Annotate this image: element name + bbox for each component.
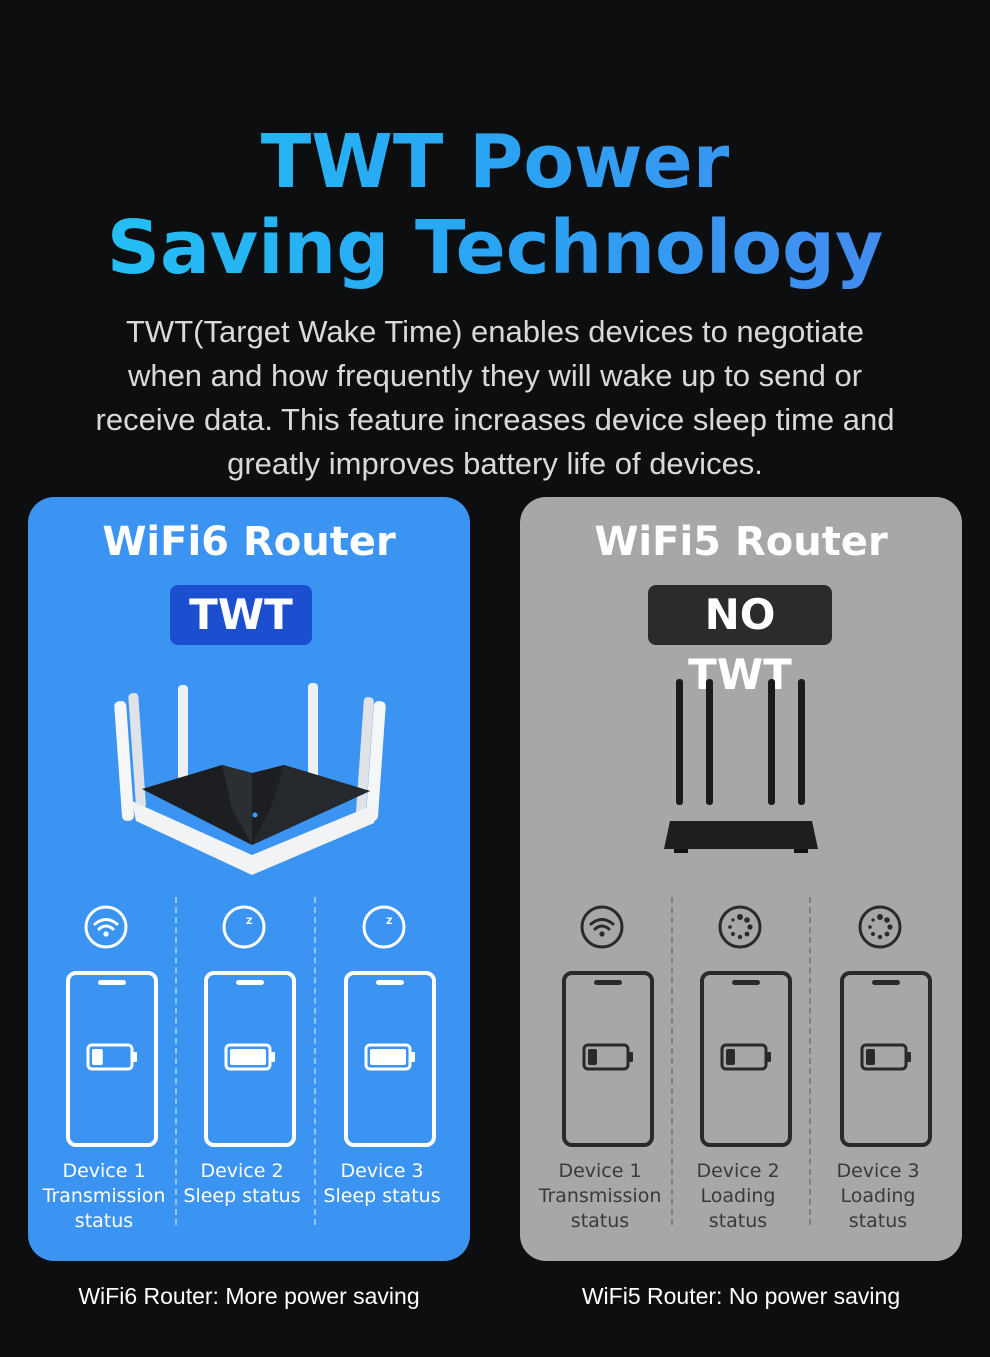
column-divider [314, 897, 316, 1225]
page-title-line1: TWT Power [0, 120, 990, 204]
column-divider [671, 897, 673, 1225]
wifi5-panel-title: WiFi5 Router [594, 519, 888, 565]
device-label: Device 3 Sleep status [323, 1160, 441, 1207]
battery-icon [364, 1043, 415, 1071]
wifi-icon [84, 905, 128, 949]
page-title-line2: Saving Technology [0, 206, 990, 290]
phone-icon [66, 971, 158, 1147]
wifi-icon [580, 905, 624, 949]
description: TWT(Target Wake Time) enables devices to… [60, 310, 930, 486]
wifi5-panel: WiFi5 Router NO TWT Device 1 [520, 497, 962, 1261]
phone-icon [562, 971, 654, 1147]
device-label: Device 2 Loading status [696, 1160, 780, 1232]
description-line: greatly improves battery life of devices… [227, 446, 763, 481]
phone-icon [204, 971, 296, 1147]
phone-icon [700, 971, 792, 1147]
sleep-moon-icon: Z [222, 905, 266, 949]
battery-icon [86, 1043, 137, 1071]
battery-icon [860, 1043, 911, 1071]
wifi6-panel: WiFi6 Router TWT [28, 497, 470, 1261]
wifi5-caption: WiFi5 Router: No power saving [581, 1283, 901, 1309]
wifi6-caption: WiFi6 Router: More power saving [78, 1283, 420, 1309]
device-label: Device 3 Loading status [836, 1160, 920, 1232]
battery-icon [224, 1043, 275, 1071]
wifi5-router-icon [664, 679, 818, 853]
description-line: TWT(Target Wake Time) enables devices to… [126, 314, 864, 349]
loading-spinner-icon [718, 905, 762, 949]
device-label: Device 2 Sleep status [183, 1160, 301, 1207]
column-divider [809, 897, 811, 1225]
twt-badge: TWT [170, 585, 312, 645]
phone-icon [344, 971, 436, 1147]
description-line: receive data. This feature increases dev… [95, 402, 895, 437]
battery-icon [582, 1043, 633, 1071]
phone-icon [840, 971, 932, 1147]
svg-text:Z: Z [246, 917, 253, 927]
device-label: Device 1 Transmission status [42, 1160, 166, 1232]
wifi6-router-icon [114, 683, 386, 875]
sleep-moon-icon: Z [362, 905, 406, 949]
no-twt-badge: NO TWT [648, 585, 832, 699]
description-line: when and how frequently they will wake u… [127, 358, 863, 393]
svg-text:Z: Z [386, 917, 393, 927]
device-label: Device 1 Transmission status [538, 1160, 662, 1232]
loading-spinner-icon [858, 905, 902, 949]
column-divider [175, 897, 177, 1225]
wifi6-panel-title: WiFi6 Router [102, 519, 396, 565]
battery-icon [720, 1043, 771, 1071]
